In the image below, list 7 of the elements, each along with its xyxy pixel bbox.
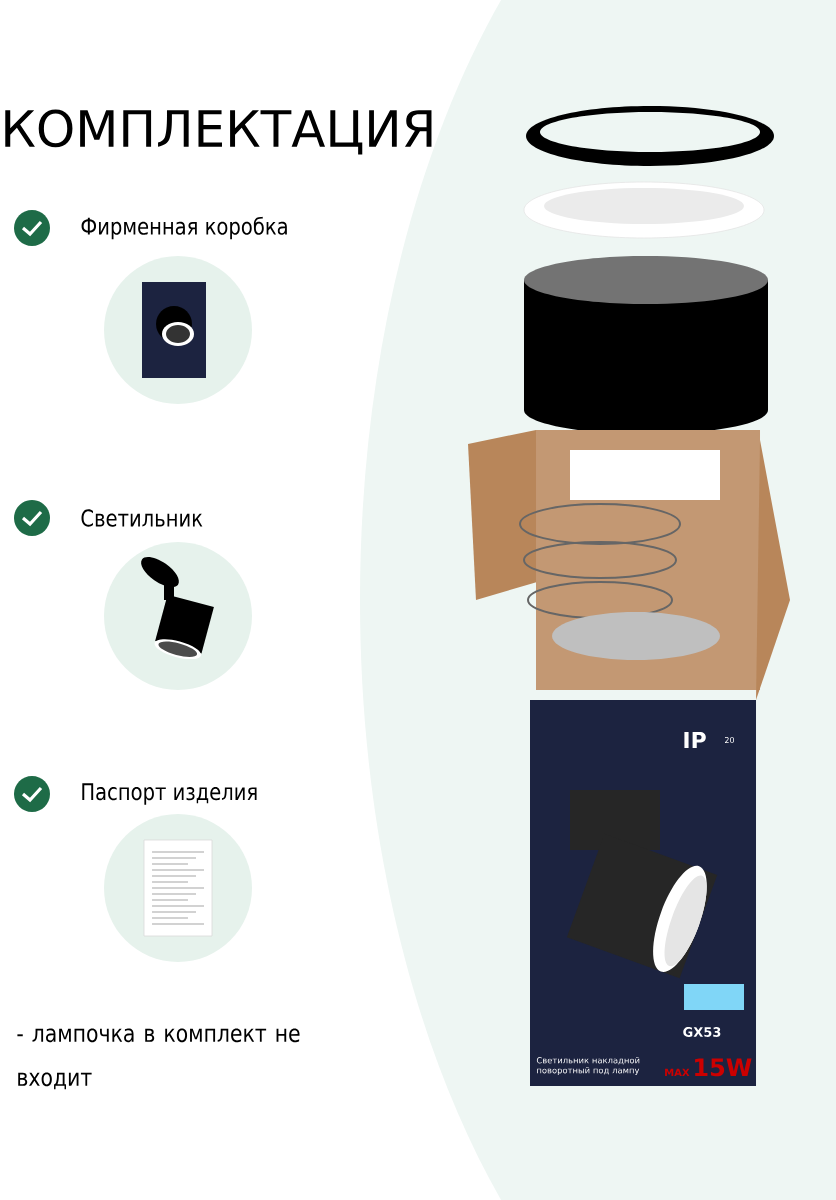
ip-text: IP <box>684 732 706 749</box>
item-label: Фирменная коробка <box>81 216 287 240</box>
title: КОМПЛЕКТАЦИЯ <box>5 109 432 155</box>
item-label: Светильник <box>81 509 203 527</box>
power-text: 15W <box>695 1058 752 1077</box>
note: - лампочка в комплект не входит <box>17 1028 300 1090</box>
item-label: Паспорт изделия <box>82 783 257 805</box>
